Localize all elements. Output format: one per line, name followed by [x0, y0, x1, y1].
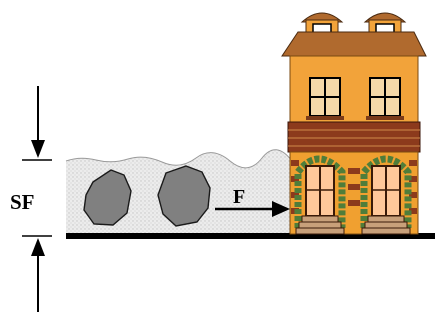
door-right — [372, 166, 400, 216]
steps-left — [296, 216, 344, 234]
surge-height-label: SF — [10, 190, 35, 214]
upper-window-left — [306, 78, 344, 120]
brick-band — [288, 122, 420, 152]
surge-height-top-arrow — [22, 86, 52, 160]
steps-right — [362, 216, 410, 234]
door-left — [306, 166, 334, 216]
house — [282, 13, 426, 234]
force-label: F — [233, 186, 245, 208]
upper-window-right — [366, 78, 404, 120]
roof — [282, 32, 426, 56]
surge-height-bottom-arrow — [22, 236, 52, 312]
